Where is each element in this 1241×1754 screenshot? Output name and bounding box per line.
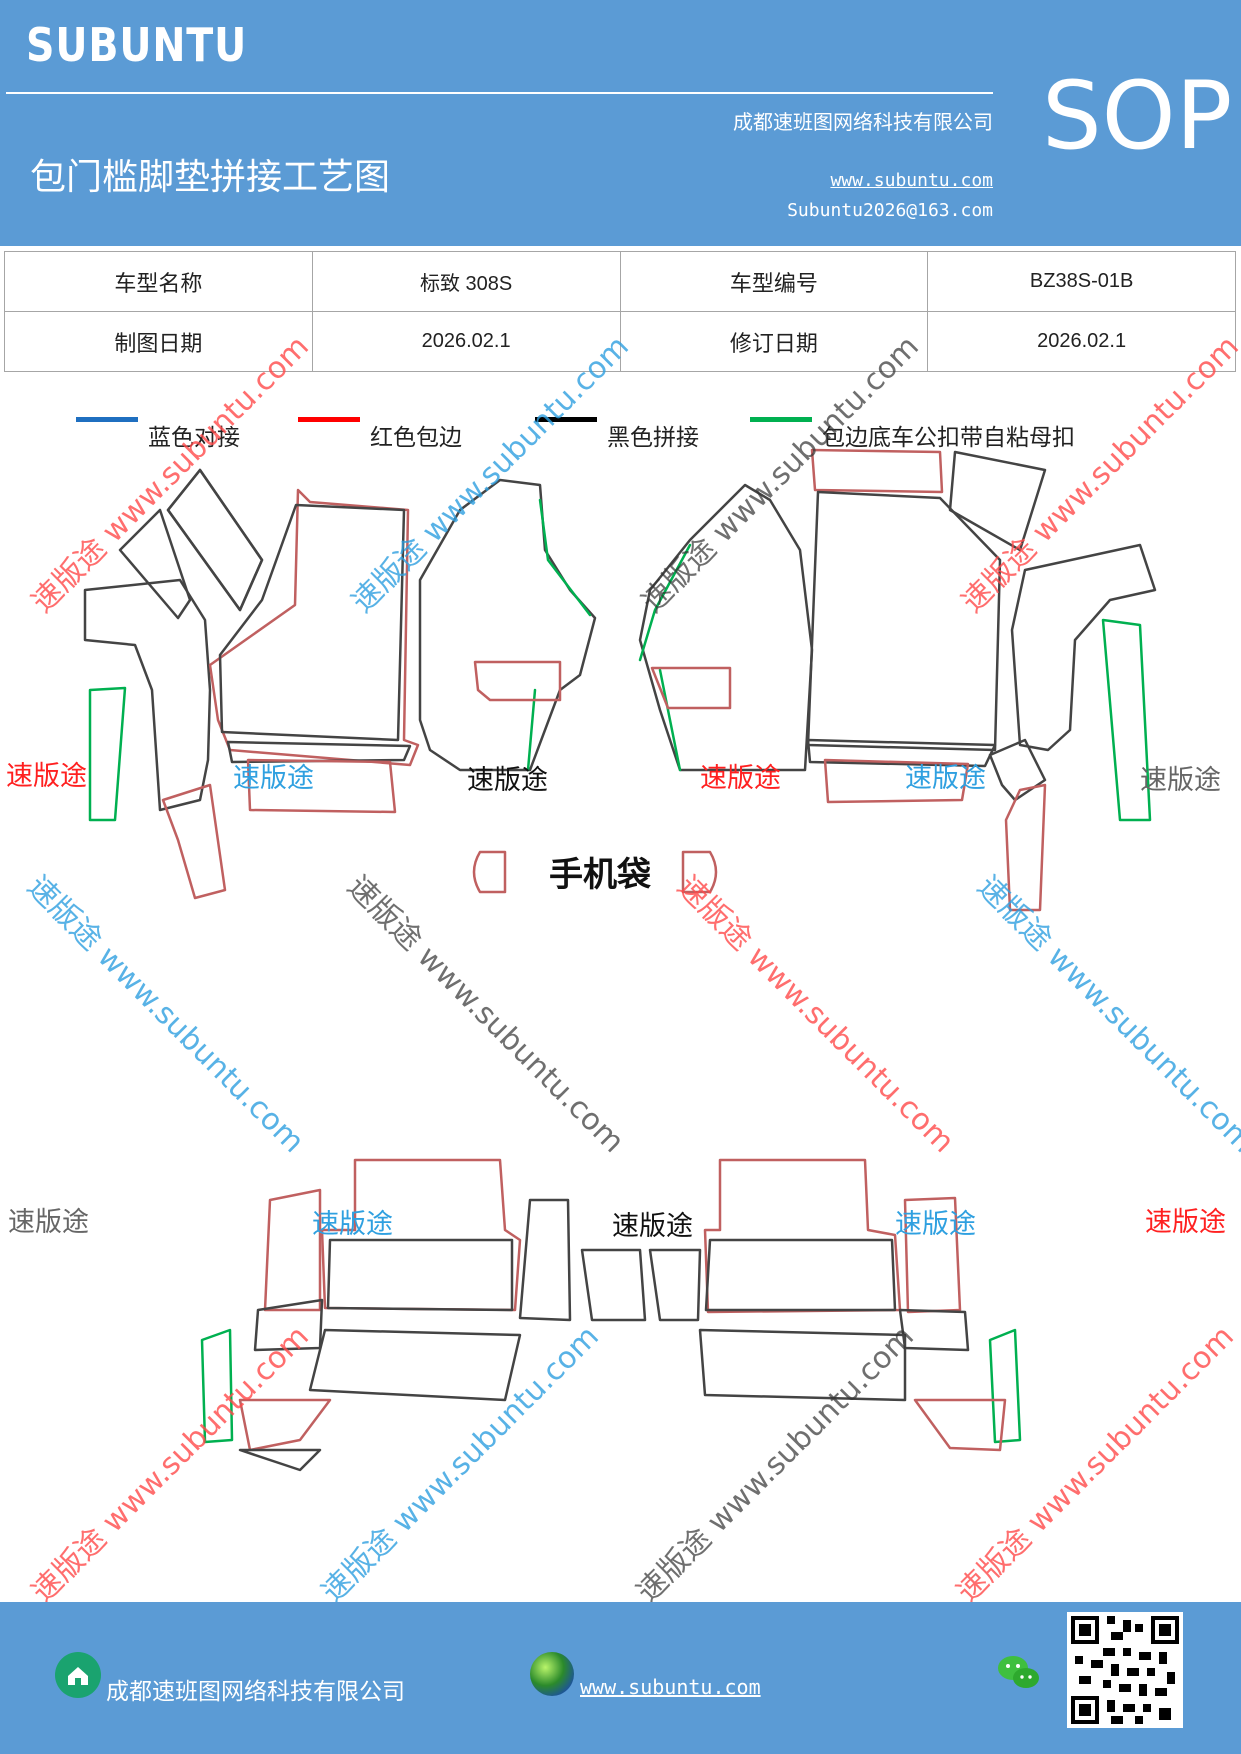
phone-bag-left [472,850,507,894]
watermark-brand: 速版途 [895,1209,976,1240]
watermark-brand: 速版途 [1145,1207,1226,1238]
revision-date-label: 修订日期 [619,311,929,372]
legend-label: 黑色拼接 [607,425,699,451]
legend-item-green: 包边底车公扣带自粘母扣 [750,400,1075,452]
watermark-brand: 速版途 [6,761,87,792]
model-name-value: 标致 308S [311,251,621,312]
table-row: 制图日期 2026.02.1 修订日期 2026.02.1 [4,311,1236,372]
watermark-brand: 速版途 [700,763,781,794]
home-icon [55,1652,101,1698]
sop-badge: SOP [1042,62,1233,171]
legend: 蓝色对接 红色包边 黑色拼接 包边底车公扣带自粘母扣 [0,400,1241,451]
table-row: 车型名称 标致 308S 车型编号 BZ38S-01B [4,251,1236,312]
floor-mat-diagram: 手机袋 [83,448,1157,1472]
legend-label: 红色包边 [370,425,462,451]
watermark-brand: 速版途 [233,763,314,794]
red-line-swatch [298,416,360,422]
phone-bag-label: 手机袋 [549,855,651,895]
footer-website-link[interactable]: www.subuntu.com [580,1675,761,1699]
footer-company: 成都速班图网络科技有限公司 [106,1679,405,1705]
brand-logo: SUBUNTU [26,18,248,72]
legend-label: 包边底车公扣带自粘母扣 [822,425,1075,451]
watermark-brand: 速版途 [467,765,548,796]
black-line-swatch [535,416,597,422]
globe-icon [530,1652,574,1696]
legend-item-red: 红色包边 [298,400,462,452]
vehicle-info-table: 车型名称 标致 308S 车型编号 BZ38S-01B 制图日期 2026.02… [4,251,1236,372]
phone-bag-right [681,850,718,894]
header-banner [0,0,1241,246]
legend-item-blue: 蓝色对接 [76,400,240,452]
qr-code [1067,1612,1183,1728]
watermark-brand: 速版途 [8,1207,89,1238]
revision-date-value: 2026.02.1 [927,311,1236,372]
green-line-swatch [750,416,812,422]
header-company: 成都速班图网络科技有限公司 [733,110,993,134]
legend-label: 蓝色对接 [148,425,240,451]
document-title: 包门槛脚垫拼接工艺图 [30,157,391,198]
watermark-brand: 速版途 [612,1211,693,1242]
header-email: Subuntu2026@163.com [787,200,993,221]
wechat-icon [996,1652,1042,1698]
header-website-link[interactable]: www.subuntu.com [830,170,993,191]
watermark-brand: 速版途 [1140,765,1221,796]
model-code-label: 车型编号 [619,251,929,312]
mat-piece [200,1158,1022,1472]
model-code-value: BZ38S-01B [927,251,1236,312]
legend-item-black: 黑色拼接 [535,400,699,452]
header-divider [6,92,993,94]
mat-piece [83,468,597,900]
model-name-label: 车型名称 [4,251,313,312]
drawing-date-label: 制图日期 [4,311,313,372]
drawing-date-value: 2026.02.1 [311,311,621,372]
mat-piece [638,448,1157,912]
blue-line-swatch [76,416,138,422]
watermark-brand: 速版途 [312,1209,393,1240]
watermark-brand: 速版途 [905,763,986,794]
